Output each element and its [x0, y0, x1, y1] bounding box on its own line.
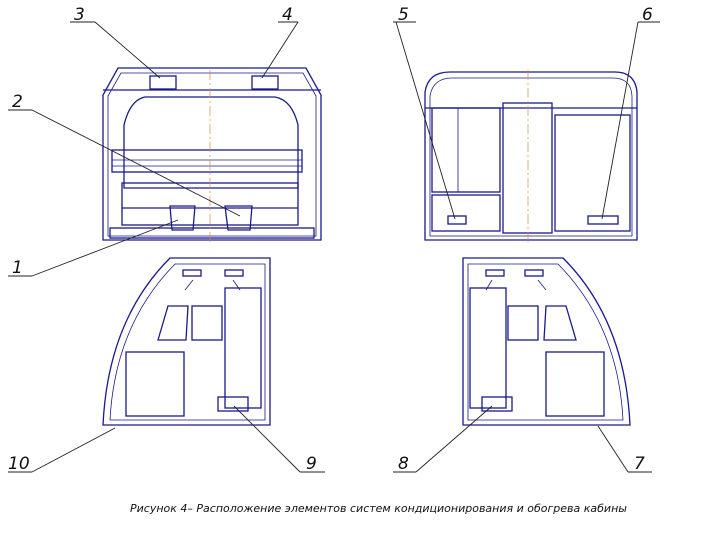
leader-lines	[8, 21, 660, 473]
cab-right-side-view	[462, 257, 631, 426]
callout-9: 9	[306, 454, 317, 474]
callout-7: 7	[634, 454, 645, 474]
callout-8: 8	[398, 454, 409, 474]
cab-front-view	[102, 67, 322, 245]
callout-1: 1	[12, 258, 23, 278]
callout-5: 5	[398, 5, 409, 25]
callout-10: 10	[8, 454, 30, 474]
callout-4: 4	[282, 5, 293, 25]
figure-caption: Рисунок 4– Расположение элементов систем…	[130, 502, 627, 515]
callout-6: 6	[642, 5, 653, 25]
callout-3: 3	[74, 5, 85, 25]
cab-left-side-view	[102, 257, 271, 426]
cab-rear-view	[424, 70, 638, 245]
callout-2: 2	[12, 92, 23, 112]
